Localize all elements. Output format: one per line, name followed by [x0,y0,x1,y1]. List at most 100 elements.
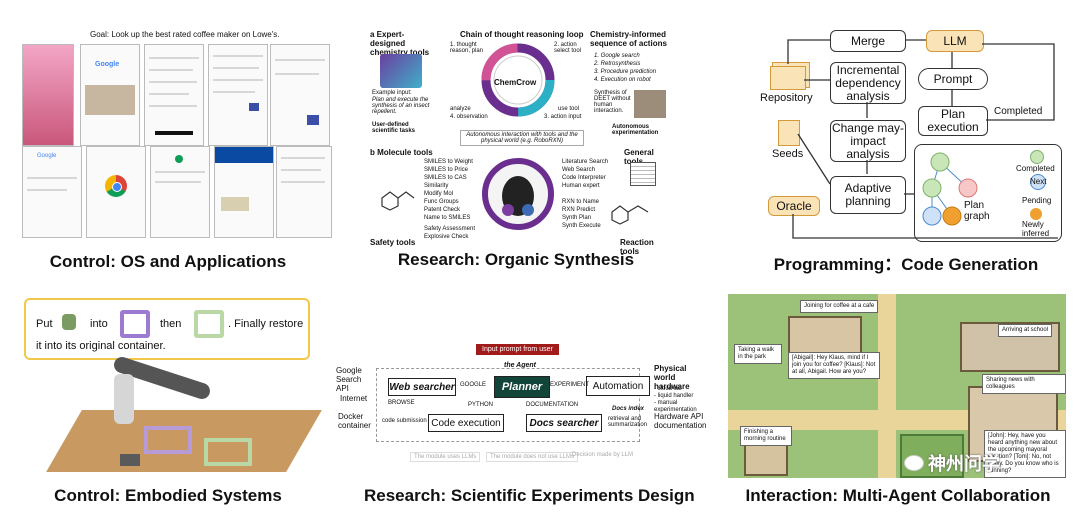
chem-step2: 2. action select tool [554,42,582,54]
caption-experiments: Research: Scientific Experiments Design [364,486,695,505]
chem-center-crow [482,158,554,230]
phone-screen-results [144,44,204,146]
container-purple [144,426,192,454]
chem-step1: 1. thought reason, plan [450,42,484,54]
chem-analyze: analyze [450,106,471,112]
green-container-icon [194,310,224,338]
exp-footer-3: Decision made by LLM [572,452,634,458]
exp-retrieval: retrieval and summarization [608,416,648,428]
phone-screen-search: Google [22,146,82,238]
chem-tool-image [380,54,422,88]
os-panel: Goal: Look up the best rated coffee make… [20,28,332,248]
wechat-icon [904,455,924,471]
experiments-panel: Input prompt from user the Agent Google … [328,340,710,470]
legend-new-dot [1030,208,1042,220]
chem-example-input: Example input: [372,90,412,96]
exp-docs-index: Docs index [612,406,645,412]
chem-use-tool: use tool [558,106,580,112]
merge-box: Merge [830,30,906,52]
oracle-box: Oracle [768,196,820,216]
phone-screen-google: Google [80,44,140,146]
completed-edge-label: Completed [994,106,1043,117]
exp-docker: Docker container [338,412,371,430]
chem-safety-tools: Safety tools [370,238,416,247]
robot-base [114,374,134,424]
chemcrow-panel: a Expert-designed chemistry tools Chain … [368,28,668,256]
phone-screen-product [276,146,332,238]
programming-panel: Merge LLM Prompt Repository Incremental … [758,24,1068,249]
label-walk: Taking a walk in the park [734,344,782,364]
label-school: Arriving at school [998,324,1053,337]
seeds-icon [778,120,800,146]
dialog-cafe: [Abigail]: Hey Klaus, mind if I join you… [788,352,880,379]
exp-google-api: Google Search API [336,366,362,393]
chem-synthesis-text: Synthesis of DEET without human interact… [594,90,631,114]
instruction-then: then [160,318,182,330]
exp-browse-label: BROWSE [388,400,415,406]
legend-next-dot [1030,174,1046,190]
programming-arrows [787,39,1058,239]
chem-interaction: Autonomous interaction with tools and th… [460,130,584,146]
phone-screen-shop [270,44,330,146]
exp-experiment-label: EXPERIMENT [550,382,590,388]
chem-autonomous: Autonomous experimentation [612,124,659,136]
legend-new: Newly inferred [1022,220,1050,238]
incremental-box: Incremental dependency analysis [830,62,906,104]
instruction-box: Put into then . Finally restore it into … [24,298,310,360]
exp-code-execution: Code execution [428,414,504,432]
town-path-vertical [878,294,896,478]
chem-step4: 4. observation [450,114,488,120]
chem-loop-title: Chain of thought reasoning loop [460,30,584,39]
exp-physical-title: Physical world hardware [654,364,690,391]
adaptive-box: Adaptive planning [830,176,906,214]
chem-right-title: Chemistry-informed sequence of actions [590,30,667,48]
llm-box: LLM [926,30,984,52]
label-coffee: Joining for coffee at a cafe [800,300,879,313]
exp-docs-searcher: Docs searcher [526,414,602,432]
repository-icon [770,66,806,90]
exp-automation: Automation [586,376,650,396]
label-routine: Finishing a morning routine [740,426,792,446]
chem-user-tools: User-defined scientific tasks [372,122,416,134]
caption-embodied: Control: Embodied Systems [54,486,282,505]
chem-robot-image [634,90,666,118]
legend-completed-dot [1030,150,1044,164]
os-goal-text: Goal: Look up the best rated coffee make… [90,30,280,39]
chem-example-text: Plan and execute the synthesis of an ins… [372,97,430,115]
plan-graph-label: Plan graph [964,200,990,222]
phone-screen-home [22,44,74,146]
plan-exec-box: Plan execution [918,106,988,136]
caption-os: Control: OS and Applications [49,252,287,271]
chem-molecule-right [611,205,649,225]
caption-programming: Programming：Code Generation [773,255,1039,274]
prompt-box: Prompt [918,68,988,90]
exp-code-submission: code submission [382,418,427,424]
chem-step3: 3. action input [544,114,582,120]
instruction-put: Put [36,318,53,330]
chem-reaction-tools: Reaction tools [620,238,654,256]
chem-center-label: ChemCrow [494,78,537,87]
phone-screen-chrome [86,146,146,238]
plan-graph-nodes [922,152,978,226]
phone-screen-list [208,44,268,146]
instruction-line2: it into its original container. [36,340,166,352]
exp-footer-2: The module does not use LLMs [486,452,579,462]
phone-screen-signin [150,146,210,238]
exp-internet: Internet [340,394,368,403]
exp-google-label: GOOGLE [460,382,487,388]
instruction-finally: . Finally restore [228,318,304,330]
exp-agent-label: the Agent [504,362,537,369]
dialog-office: [John]: Hey, have you heard anything new… [984,430,1066,478]
embodied-panel: Put into then . Finally restore it into … [24,298,322,478]
legend-pending: Pending [1022,196,1052,205]
chem-b-title: b Molecule tools [370,148,433,157]
container-green [204,438,252,466]
purple-container-icon [120,310,150,338]
exp-input-prompt: Input prompt from user [476,344,559,355]
exp-documentation-label: DOCUMENTATION [526,402,579,408]
exp-physical-items: - cloud lab- liquid handler- manual expe… [654,386,697,413]
caption-multiagent: Interaction: Multi-Agent Collaboration [745,486,1051,505]
